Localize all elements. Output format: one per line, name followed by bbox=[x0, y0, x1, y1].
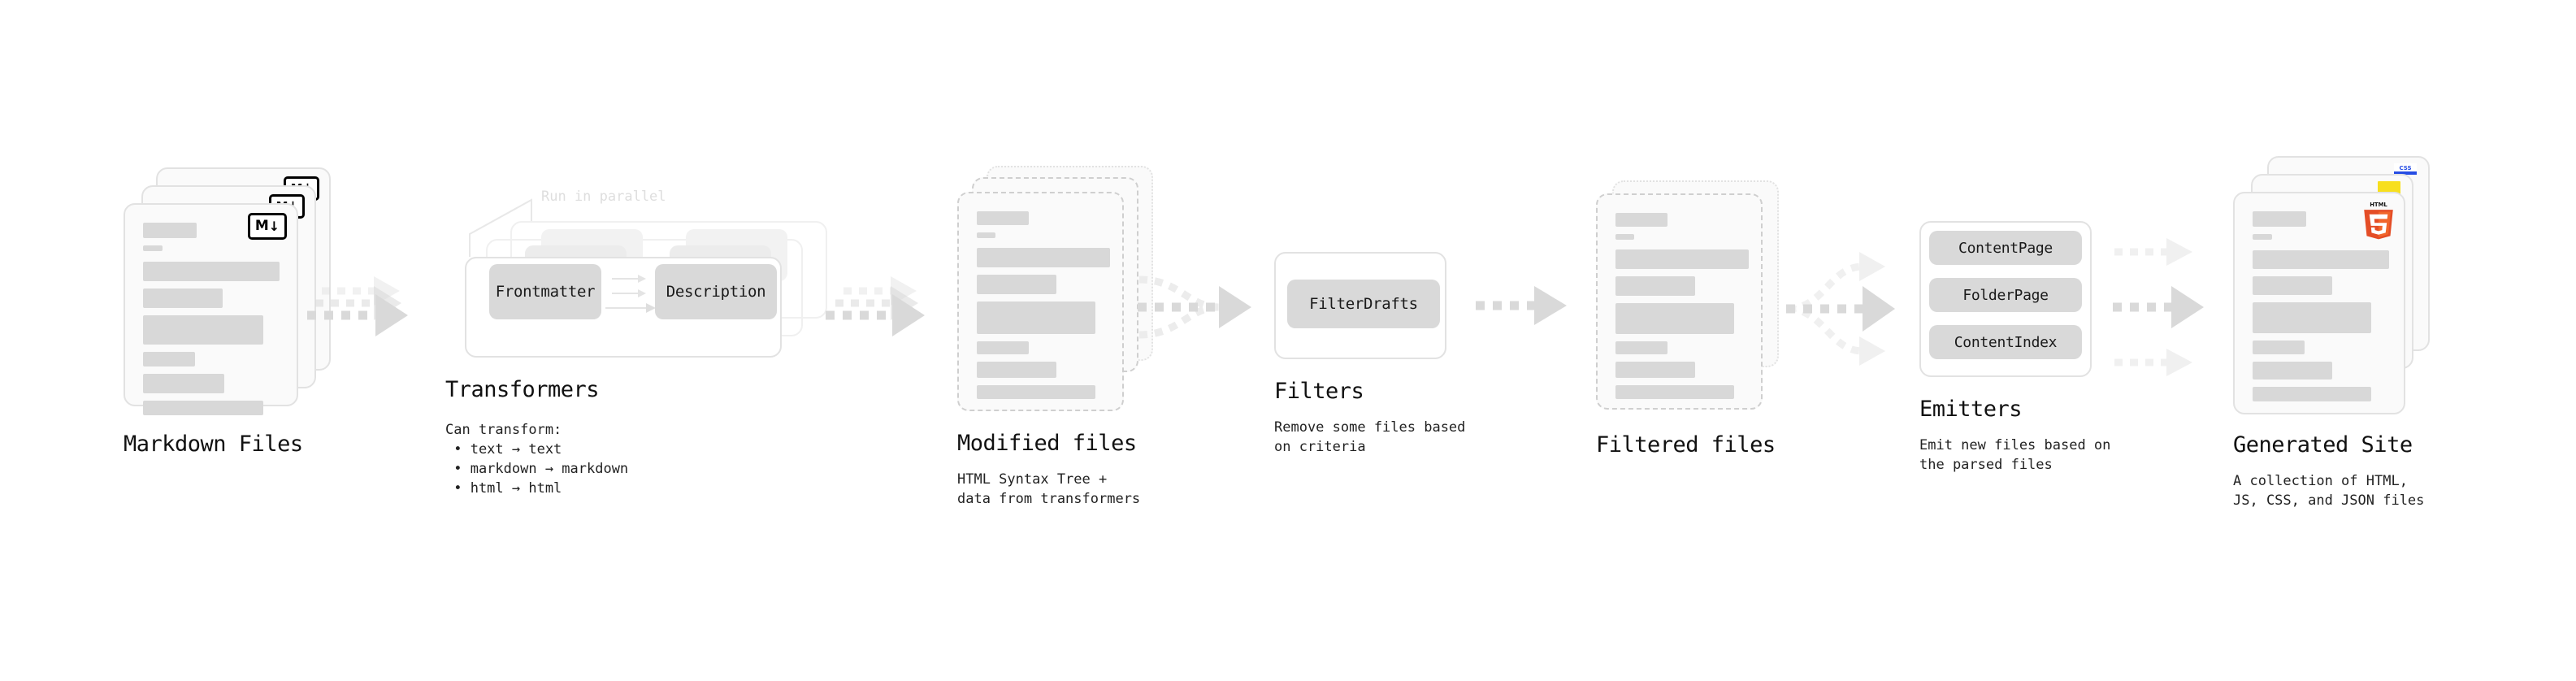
css-badge-label: CSS bbox=[2399, 165, 2412, 171]
transformer-pill-description[interactable]: Description bbox=[655, 264, 777, 319]
stage-title: Filters bbox=[1274, 379, 1364, 404]
modified-card-front bbox=[957, 192, 1124, 411]
css-badge: CSS bbox=[2394, 163, 2417, 175]
modified-card-content bbox=[977, 211, 1110, 406]
html5-badge: HTML bbox=[2364, 202, 2393, 240]
stage-title: Filtered files bbox=[1596, 432, 1776, 458]
stage-filtered-files: Filtered files bbox=[1596, 180, 1791, 458]
run-in-parallel-label: Run in parallel bbox=[541, 189, 666, 205]
site-card-content bbox=[2253, 211, 2389, 409]
markdown-card-front: M↓ bbox=[124, 203, 298, 415]
filtered-card-front bbox=[1596, 193, 1763, 410]
connector-filtered-to-emitters bbox=[1786, 252, 1895, 366]
stage-description: A collection of HTML, JS, CSS, and JSON … bbox=[2233, 473, 2425, 510]
parallel-bracket bbox=[469, 198, 532, 257]
stage-title: Emitters bbox=[1919, 397, 2023, 422]
emitter-pill-contentpage[interactable]: ContentPage bbox=[1929, 231, 2082, 265]
emitter-pill-folderpage[interactable]: FolderPage bbox=[1929, 278, 2082, 312]
site-card-front-html: HTML bbox=[2233, 192, 2405, 414]
svg-text:HTML: HTML bbox=[2370, 202, 2387, 208]
stage-markdown-files: M↓ M↓ M↓ Markdown Files bbox=[124, 167, 335, 457]
stage-modified-files: Modified files HTML Syntax Tree + data f… bbox=[957, 166, 1160, 507]
stage-description: HTML Syntax Tree + data from transformer… bbox=[957, 471, 1141, 508]
stage-description: Remove some files based on criteria bbox=[1274, 419, 1466, 456]
stage-description: Can transform: • text → text • markdown … bbox=[445, 422, 629, 497]
markdown-card-content bbox=[143, 223, 280, 423]
site-file-stack: CSS HTML bbox=[2233, 156, 2444, 414]
transformer-internal-arrows bbox=[605, 275, 656, 313]
connector-transformers-to-modified bbox=[826, 276, 925, 336]
transformer-pill-frontmatter[interactable]: Frontmatter bbox=[489, 264, 601, 319]
filtered-card-content bbox=[1615, 213, 1749, 406]
filtered-file-stack bbox=[1596, 180, 1791, 416]
stage-generated-site: CSS HTML bbox=[2233, 156, 2444, 509]
stage-title: Markdown Files bbox=[124, 432, 303, 457]
stage-title: Generated Site bbox=[2233, 432, 2413, 458]
connector-md-to-transformers bbox=[307, 276, 408, 336]
connector-modified-to-filters bbox=[1138, 275, 1251, 339]
markdown-file-stack: M↓ M↓ M↓ bbox=[124, 167, 335, 415]
filter-pill-filterdrafts[interactable]: FilterDrafts bbox=[1287, 280, 1440, 328]
connector-filters-to-filtered bbox=[1476, 286, 1567, 325]
stage-title: Transformers bbox=[445, 377, 600, 402]
stage-title: Modified files bbox=[957, 431, 1137, 456]
markdown-badge: M↓ bbox=[248, 213, 287, 240]
stage-description: Emit new files based on the parsed files bbox=[1919, 437, 2111, 474]
modified-file-stack bbox=[957, 166, 1160, 411]
emitter-pill-contentindex[interactable]: ContentIndex bbox=[1929, 325, 2082, 359]
connector-emitters-to-site bbox=[2113, 238, 2204, 376]
